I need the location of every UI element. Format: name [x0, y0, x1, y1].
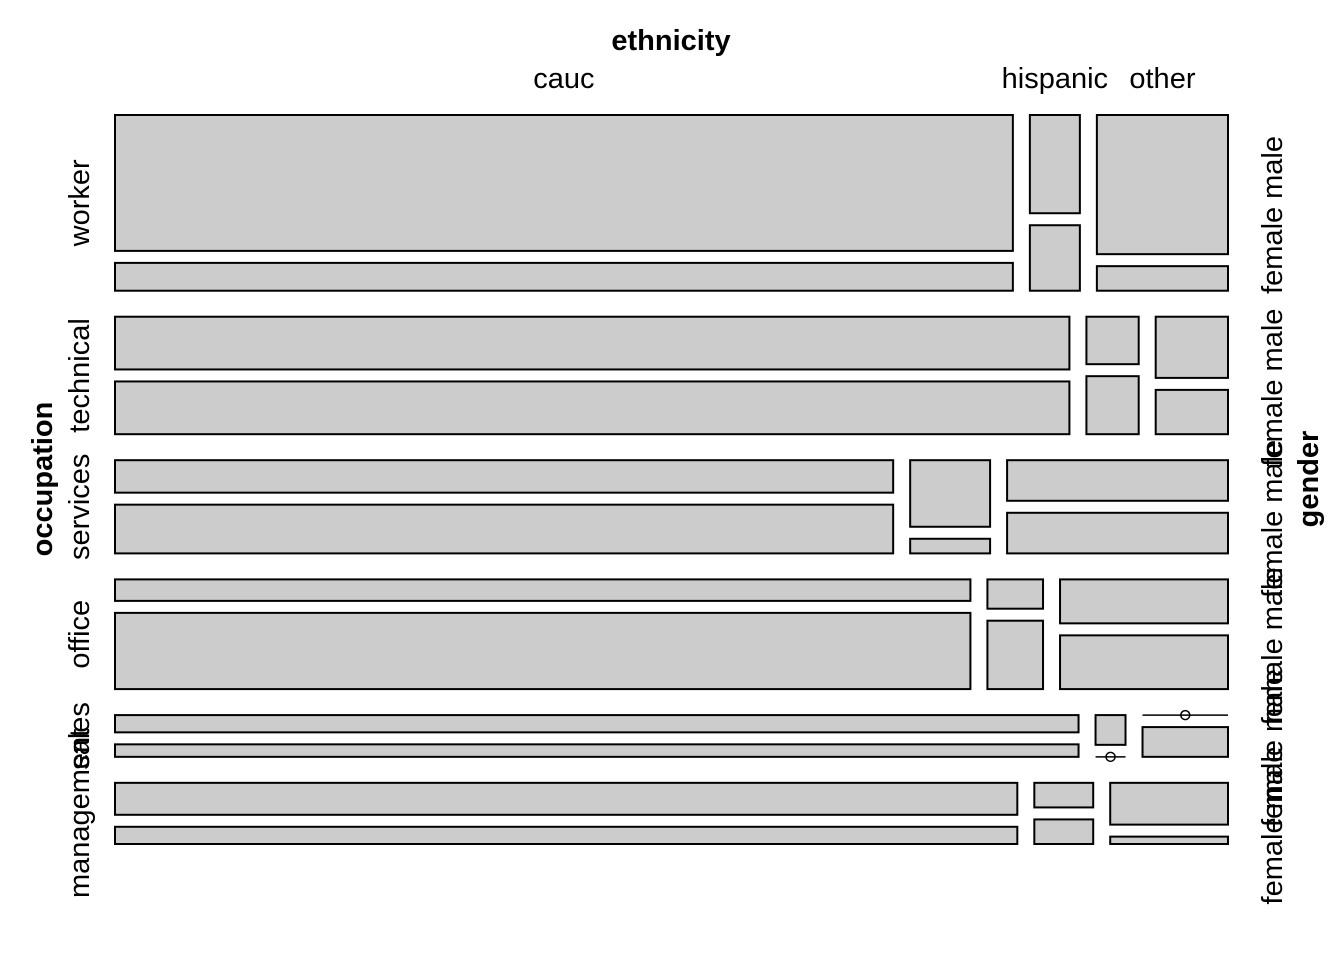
- tile-technical-other-female: [1154, 388, 1230, 436]
- x-tick-label-cauc: cauc: [533, 63, 594, 95]
- tile-management-other-female: [1109, 835, 1229, 845]
- tile-office-other-female: [1059, 634, 1230, 691]
- tile-services-cauc-female: [114, 503, 895, 555]
- tile-office-other-male: [1059, 578, 1230, 625]
- tile-office-hispanic-male: [986, 578, 1045, 610]
- tile-services-hispanic-female: [909, 537, 992, 555]
- x-tick-label-hispanic: hispanic: [1002, 63, 1108, 95]
- y-tick-label-technical: technical: [64, 318, 96, 432]
- tile-sales-cauc-male: [114, 714, 1080, 734]
- tile-worker-hispanic-female: [1028, 224, 1081, 292]
- gender-label-female-office: female: [1257, 638, 1289, 725]
- tile-services-hispanic-male: [909, 459, 992, 528]
- gender-label-female-sales: female: [1257, 740, 1289, 827]
- tile-sales-cauc-female: [114, 743, 1080, 758]
- gender-label-female-technical: female: [1257, 379, 1289, 466]
- y-tick-label-management: management: [64, 729, 96, 898]
- gender-label-female-services: female: [1257, 511, 1289, 598]
- mosaic-tiles: [114, 114, 1230, 845]
- y-tick-label-office: office: [64, 600, 96, 669]
- tile-office-hispanic-female: [986, 619, 1045, 691]
- tile-worker-hispanic-male: [1028, 114, 1081, 215]
- mosaic-labels: ethnicity occupation gender cauc hispanic…: [27, 25, 1325, 904]
- tile-sales-hispanic-male: [1094, 714, 1127, 746]
- tile-office-cauc-male: [114, 578, 972, 602]
- gender-label-male-sales: male: [1257, 669, 1289, 732]
- tile-worker-other-female: [1095, 265, 1229, 292]
- gender-axis-title: gender: [1293, 431, 1325, 528]
- tile-services-other-male: [1006, 459, 1229, 502]
- y-tick-label-services: services: [64, 454, 96, 560]
- gender-label-male-services: male: [1257, 440, 1289, 503]
- tile-worker-cauc-female: [114, 261, 1014, 292]
- tile-sales-other-empty-marker-dot: [1180, 709, 1191, 721]
- gender-label-male-office: male: [1257, 567, 1289, 630]
- tile-technical-hispanic-male: [1085, 315, 1140, 366]
- gender-label-female-worker: female: [1257, 207, 1289, 294]
- x-tick-label-other: other: [1129, 63, 1195, 95]
- gender-label-female-management: female: [1257, 817, 1289, 904]
- tile-management-hispanic-female: [1033, 818, 1095, 845]
- tile-management-cauc-male: [114, 781, 1019, 816]
- tile-services-cauc-male: [114, 459, 895, 494]
- tile-worker-cauc-male: [114, 114, 1014, 252]
- y-tick-label-worker: worker: [64, 159, 96, 247]
- tile-office-cauc-female: [114, 611, 972, 691]
- tile-worker-other-male: [1095, 114, 1229, 256]
- gender-label-male-worker: male: [1257, 136, 1289, 199]
- tile-technical-cauc-female: [114, 380, 1071, 436]
- tile-technical-hispanic-female: [1085, 375, 1140, 436]
- tile-management-other-male: [1109, 781, 1229, 826]
- tile-technical-cauc-male: [114, 315, 1071, 371]
- tile-management-cauc-female: [114, 825, 1019, 845]
- y-tick-label-sales: sales: [64, 702, 96, 770]
- gender-label-male-management: male: [1257, 747, 1289, 810]
- tile-management-hispanic-male: [1033, 781, 1095, 809]
- tile-sales-other-female: [1141, 726, 1230, 758]
- tile-technical-other-male: [1154, 315, 1230, 379]
- x-axis-title: ethnicity: [611, 25, 730, 57]
- gender-label-male-technical: male: [1257, 309, 1289, 372]
- y-axis-title: occupation: [27, 402, 59, 557]
- tile-sales-hispanic-empty-marker-dot: [1105, 751, 1116, 763]
- tile-services-other-female: [1006, 511, 1229, 555]
